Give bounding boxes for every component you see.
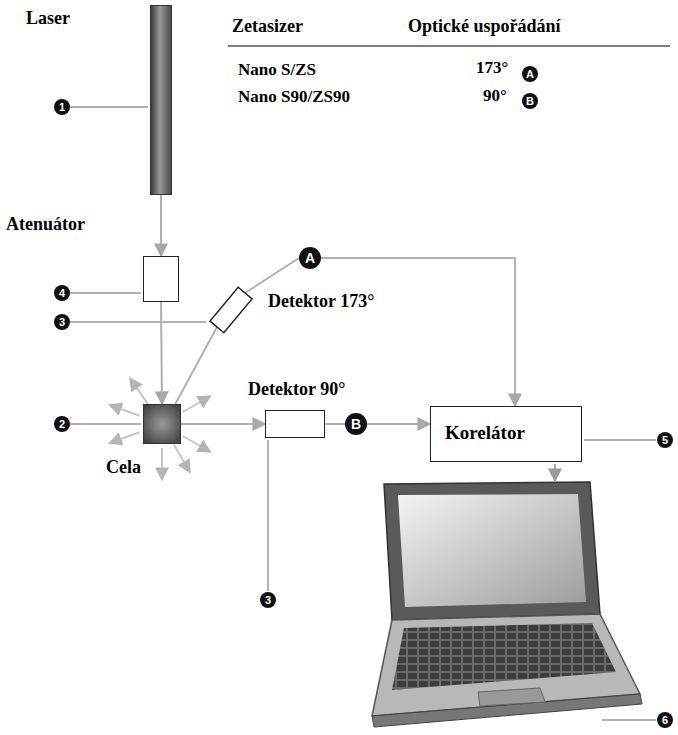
attenuator-box: Atenuátor [143,256,179,302]
circle-letter: B [345,413,367,435]
leader-line [70,292,141,294]
beam-connector [161,302,162,404]
beam-connector [321,258,515,406]
callout-number: 6 [657,712,673,728]
table-cell: 90° [483,86,507,106]
scatter-arrow [109,405,139,416]
scatter-arrow [183,396,211,412]
table-cell: 173° [476,58,508,78]
scatter-arrow [109,432,139,443]
callout-number: 3 [260,592,276,608]
leader-line [70,321,206,323]
scatter-arrow [183,436,211,452]
beam-connector [160,195,162,256]
callout-number: 5 [657,432,673,448]
leader-line [70,423,141,425]
laptop [372,482,642,727]
laptop-screen [398,494,586,607]
detector-173-box: Detektor 173° [205,285,257,335]
path-b-circle: B [345,413,367,435]
sample-cell: Cela [143,404,181,444]
leader-line [602,719,656,721]
detector-outline [205,285,257,335]
laptop-keyboard [392,623,616,690]
node-label: Detektor 173° [268,291,374,312]
beam-connector [175,327,217,404]
node-label: Cela [106,457,141,478]
laptop-touchpad [478,688,545,706]
table-cell: Nano S/ZS [238,60,316,80]
table-cell: Nano S90/ZS90 [238,87,350,107]
beam-connector [325,423,345,425]
data-arrow [554,464,556,481]
beam-connector [181,423,265,425]
leader-lines [70,107,656,720]
callout-number: 3 [54,314,70,330]
table-rule [228,45,670,47]
detector-rect [210,287,252,332]
node-label: Laser [26,8,70,29]
scatter-arrow [174,445,190,473]
table-header: Optické uspořádání [408,16,561,37]
circle-letter: A [299,247,321,269]
callout-number: 1 [54,99,70,115]
scatter-arrow [130,378,148,404]
scatter-arrow [161,448,163,480]
detector-90-box: Detektor 90° [265,410,325,438]
table-marker: B [522,93,538,109]
leader-line [70,106,148,108]
node-label: Atenuátor [6,214,85,235]
callout-number: 4 [54,285,70,301]
path-a-circle: A [299,247,321,269]
node-label: Korelátor [445,422,525,444]
callout-number: 2 [54,416,70,432]
leader-line [267,440,269,591]
correlator-box: Korelátor [430,406,582,462]
node-label: Detektor 90° [248,379,345,400]
laptop-screen-frame [384,482,600,620]
beam-connector [367,423,430,425]
leader-line [584,439,656,441]
table-header: Zetasizer [232,16,303,37]
table-marker: A [522,66,538,82]
laser-tube: Laser [150,5,172,195]
beam-connector [245,258,299,293]
